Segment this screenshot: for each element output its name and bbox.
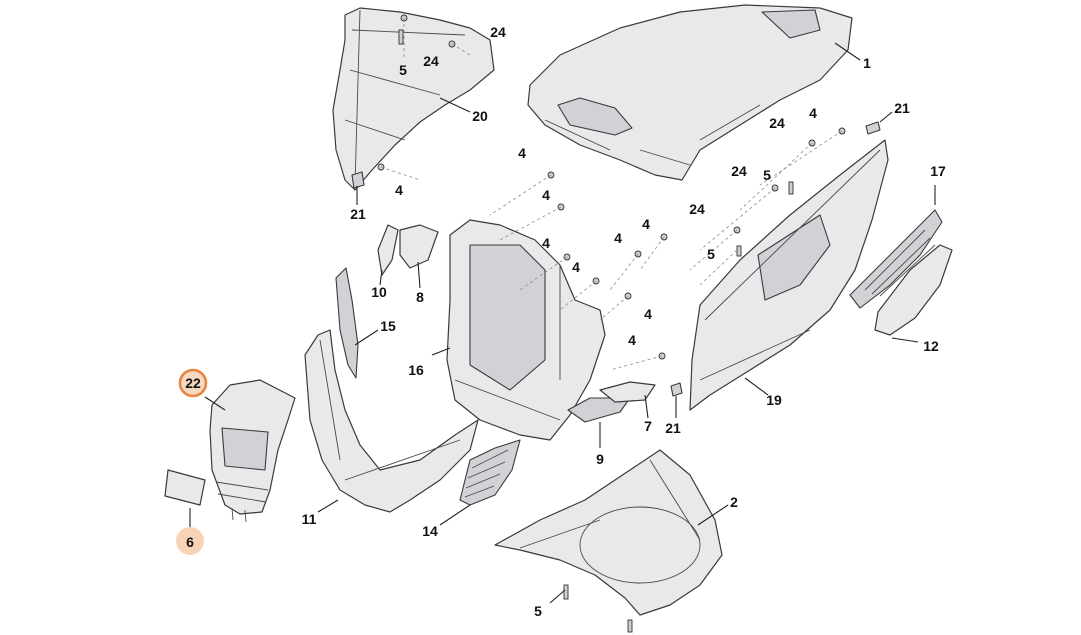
label-4: 4 [614,230,622,246]
label-4: 4 [628,332,636,348]
label-4: 4 [542,235,550,251]
part-7-trim[interactable] [599,381,656,403]
label-24: 24 [423,53,439,69]
part-20-fender[interactable] [332,7,495,191]
part-12-vent-cover[interactable] [874,244,953,336]
label-24: 24 [689,201,705,217]
label-4: 4 [642,216,650,232]
part-6-nameplate[interactable] [164,469,206,506]
part-10-panel[interactable] [377,224,399,276]
part-17-grille[interactable] [849,209,943,309]
label-4: 4 [542,187,550,203]
part-14-grille[interactable] [459,439,521,506]
label-24: 24 [490,24,506,40]
label-6: 6 [186,534,194,550]
part-11-front-shell[interactable] [304,329,479,513]
label-4: 4 [395,182,403,198]
part-22-front-housing[interactable] [209,379,296,523]
label-22: 22 [185,375,201,391]
part-15-strip[interactable] [335,267,359,379]
fasteners [377,14,881,633]
label-2: 2 [730,494,738,510]
label-14: 14 [422,523,438,539]
label-5: 5 [534,603,542,619]
label-4: 4 [572,259,580,275]
part-1-hood[interactable] [527,4,853,181]
label-8: 8 [416,289,424,305]
label-5: 5 [707,246,715,262]
label-4: 4 [518,145,526,161]
part-16-console[interactable] [446,219,606,441]
label-24: 24 [769,115,785,131]
part-9-trim[interactable] [567,397,631,423]
label-5: 5 [399,62,407,78]
label-20: 20 [472,108,488,124]
label-15: 15 [380,318,396,334]
label-11: 11 [302,511,317,527]
label-24: 24 [731,163,747,179]
leader-lines [189,42,936,604]
label-16: 16 [408,362,424,378]
assembly-dash-lines [380,18,843,371]
label-10: 10 [371,284,387,300]
label-9: 9 [596,451,604,467]
part-labels: 1 2 4 4 4 4 4 4 4 4 4 4 5 5 5 5 6 7 8 9 … [185,24,946,619]
label-21: 21 [894,100,910,116]
label-19: 19 [766,392,782,408]
callout-bubbles [176,368,208,555]
part-2-floor-pan[interactable] [494,449,723,616]
label-4: 4 [644,306,652,322]
part-19-side-panel[interactable] [689,139,889,411]
callout-6-bubble [176,527,204,555]
label-1: 1 [863,55,871,71]
label-21: 21 [665,420,681,436]
label-17: 17 [930,163,946,179]
label-4: 4 [809,105,817,121]
label-5: 5 [763,167,771,183]
part-8-panel[interactable] [399,224,439,269]
label-21: 21 [350,206,366,222]
callout-22-bubble [178,368,208,398]
label-12: 12 [923,338,939,354]
label-7: 7 [644,418,652,434]
